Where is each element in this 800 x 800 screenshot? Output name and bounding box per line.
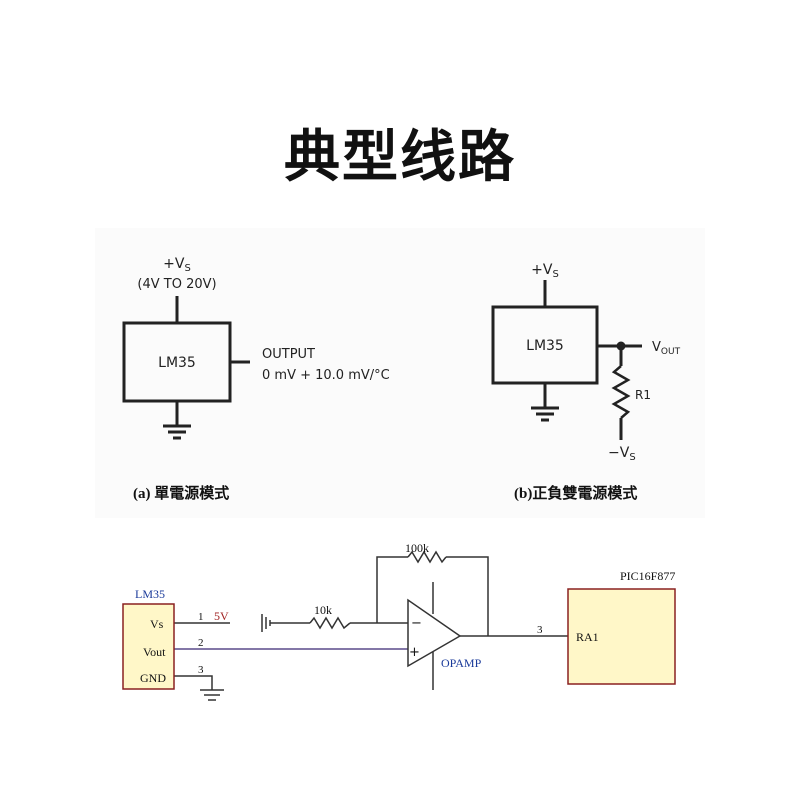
c-opamp-label: OPAMP [441,656,482,670]
b-neg-supply-label: −VS [608,445,636,463]
c-pin-vout: Vout [143,645,166,659]
b-junction-dot [616,341,626,351]
a-output-label: OUTPUT [262,347,315,362]
c-pin-gnd: GND [140,671,166,685]
c-r100k-icon [407,550,447,564]
c-input-ground-icon [261,614,271,632]
b-r1-resistor-icon [611,365,631,419]
a-supply-label: +VS [163,256,191,274]
c-opamp-minus: − [411,616,422,631]
b-caption: (b)正負雙電源模式 [514,484,637,502]
c-opamp-triangle-icon [407,598,462,668]
b-vout-label: VOUT [652,340,681,357]
circuit-c [174,550,568,701]
page-title: 典型线路 [284,125,516,190]
c-gnd-wire [174,675,213,690]
a-output-formula: 0 mV + 10.0 mV/°C [262,368,390,383]
c-pin2-num: 2 [198,637,204,649]
c-lm35-box [122,603,175,690]
top-panel-bg [95,228,705,518]
c-pin-vs: Vs [150,617,164,631]
c-mcu-label: PIC16F877 [620,569,675,583]
circuit-a [122,296,250,440]
c-opamp-plus: + [409,645,420,660]
a-ground-icon [163,424,191,440]
a-chip-label: LM35 [158,355,196,371]
c-pic-box [567,588,676,685]
c-fb-left-wire [376,556,408,623]
c-mcu-pin-num: 3 [537,624,543,636]
c-r100k-label: 100k [405,541,429,555]
c-ground-icon [200,689,224,701]
c-r10k-icon [309,616,351,630]
c-sensor-label: LM35 [135,587,165,601]
b-supply-label: +VS [531,262,559,280]
b-r1-label: R1 [635,388,651,402]
c-5v-label: 5V [214,609,229,623]
b-ground-icon [531,406,559,422]
a-supply-range: (4V TO 20V) [137,277,216,292]
c-mcu-pin-label: RA1 [576,630,599,644]
b-chip-label: LM35 [526,338,564,354]
c-r10k-label: 10k [314,603,332,617]
c-pin3-num: 3 [198,664,204,676]
a-caption: (a) 單電源模式 [133,484,229,502]
c-pin1-num: 1 [198,611,204,623]
c-fb-right-wire [446,556,489,636]
